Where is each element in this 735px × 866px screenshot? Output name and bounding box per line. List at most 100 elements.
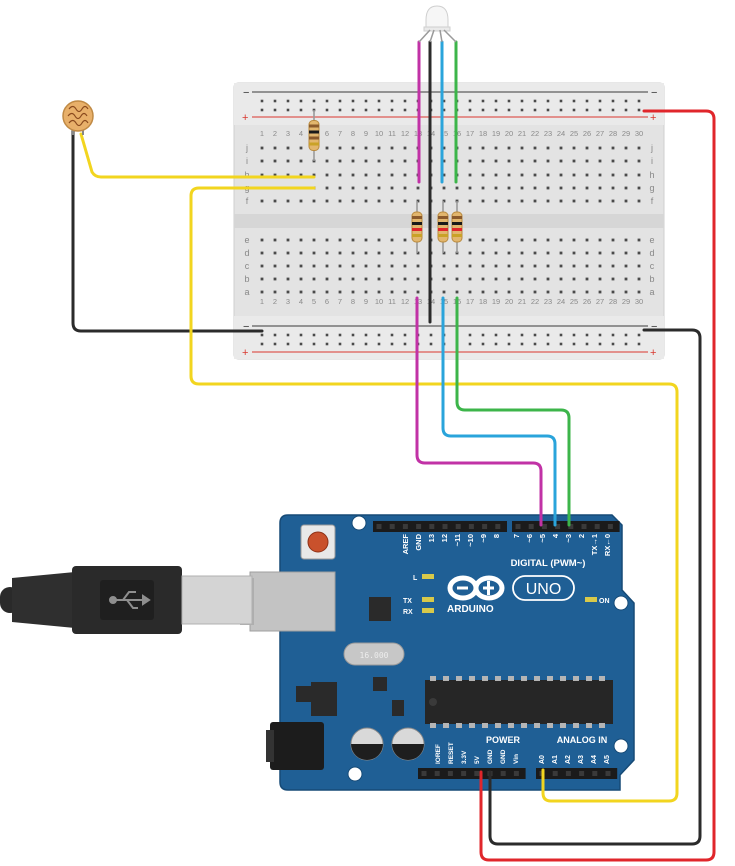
rail-hole[interactable] [494,333,498,337]
terminal-hole[interactable] [494,199,498,203]
rail-hole[interactable] [468,333,472,337]
wire-red-5v[interactable] [479,109,716,862]
terminal-hole[interactable] [624,199,628,203]
terminal-hole[interactable] [559,199,563,203]
terminal-hole[interactable] [325,264,329,268]
terminal-hole[interactable] [260,159,264,163]
terminal-hole[interactable] [455,186,459,190]
terminal-hole[interactable] [390,290,394,294]
terminal-hole[interactable] [598,186,602,190]
rail-hole[interactable] [260,333,264,337]
rail-hole[interactable] [468,342,472,346]
terminal-hole[interactable] [325,186,329,190]
terminal-hole[interactable] [468,251,472,255]
terminal-hole[interactable] [403,277,407,281]
header-pin[interactable] [429,524,435,529]
rail-hole[interactable] [533,333,537,337]
rail-hole[interactable] [273,333,277,337]
terminal-hole[interactable] [494,146,498,150]
terminal-hole[interactable] [312,290,316,294]
terminal-hole[interactable] [468,199,472,203]
terminal-hole[interactable] [377,146,381,150]
terminal-hole[interactable] [403,264,407,268]
terminal-hole[interactable] [338,290,342,294]
rail-hole[interactable] [286,99,290,103]
terminal-hole[interactable] [364,264,368,268]
rail-hole[interactable] [286,333,290,337]
terminal-hole[interactable] [325,238,329,242]
header-pin[interactable] [442,524,448,529]
terminal-hole[interactable] [403,159,407,163]
rail-hole[interactable] [585,99,589,103]
rail-hole[interactable] [585,342,589,346]
terminal-hole[interactable] [364,159,368,163]
terminal-hole[interactable] [442,146,446,150]
rail-hole[interactable] [624,99,628,103]
rail-hole[interactable] [533,108,537,112]
rail-hole[interactable] [390,342,394,346]
rail-hole[interactable] [364,99,368,103]
wire-green-pin3[interactable] [455,296,571,527]
rail-hole[interactable] [637,99,641,103]
resistor-green-channel[interactable] [451,201,463,253]
terminal-hole[interactable] [494,159,498,163]
terminal-hole[interactable] [403,251,407,255]
rail-hole[interactable] [546,108,550,112]
terminal-hole[interactable] [611,251,615,255]
terminal-hole[interactable] [403,146,407,150]
rgb-led[interactable] [418,5,457,43]
terminal-hole[interactable] [520,277,524,281]
terminal-hole[interactable] [377,159,381,163]
rail-hole[interactable] [338,108,342,112]
rail-hole[interactable] [403,342,407,346]
terminal-hole[interactable] [377,199,381,203]
terminal-hole[interactable] [273,290,277,294]
rail-hole[interactable] [442,108,446,112]
terminal-hole[interactable] [468,159,472,163]
terminal-hole[interactable] [533,251,537,255]
terminal-hole[interactable] [468,264,472,268]
terminal-hole[interactable] [546,238,550,242]
terminal-hole[interactable] [481,186,485,190]
rail-hole[interactable] [494,99,498,103]
terminal-hole[interactable] [286,199,290,203]
terminal-hole[interactable] [442,199,446,203]
terminal-hole[interactable] [403,199,407,203]
terminal-hole[interactable] [338,199,342,203]
terminal-hole[interactable] [572,238,576,242]
terminal-hole[interactable] [585,251,589,255]
terminal-hole[interactable] [546,146,550,150]
terminal-hole[interactable] [533,290,537,294]
terminal-hole[interactable] [286,173,290,177]
terminal-hole[interactable] [351,159,355,163]
terminal-hole[interactable] [260,251,264,255]
terminal-hole[interactable] [637,173,641,177]
terminal-hole[interactable] [286,238,290,242]
rail-hole[interactable] [312,342,316,346]
header-pin[interactable] [455,524,461,529]
terminal-hole[interactable] [377,173,381,177]
terminal-hole[interactable] [442,264,446,268]
dc-power-jack[interactable] [270,722,324,770]
header-pin[interactable] [605,771,611,776]
terminal-hole[interactable] [273,277,277,281]
terminal-hole[interactable] [533,238,537,242]
terminal-hole[interactable] [468,173,472,177]
rail-hole[interactable] [520,99,524,103]
rail-hole[interactable] [637,108,641,112]
terminal-hole[interactable] [390,159,394,163]
terminal-hole[interactable] [364,173,368,177]
terminal-hole[interactable] [637,146,641,150]
terminal-hole[interactable] [273,159,277,163]
terminal-hole[interactable] [585,159,589,163]
rail-hole[interactable] [364,333,368,337]
rail-hole[interactable] [312,333,316,337]
terminal-hole[interactable] [637,159,641,163]
terminal-hole[interactable] [455,264,459,268]
terminal-hole[interactable] [572,159,576,163]
terminal-hole[interactable] [559,238,563,242]
rail-hole[interactable] [351,99,355,103]
terminal-hole[interactable] [338,264,342,268]
terminal-hole[interactable] [416,264,420,268]
